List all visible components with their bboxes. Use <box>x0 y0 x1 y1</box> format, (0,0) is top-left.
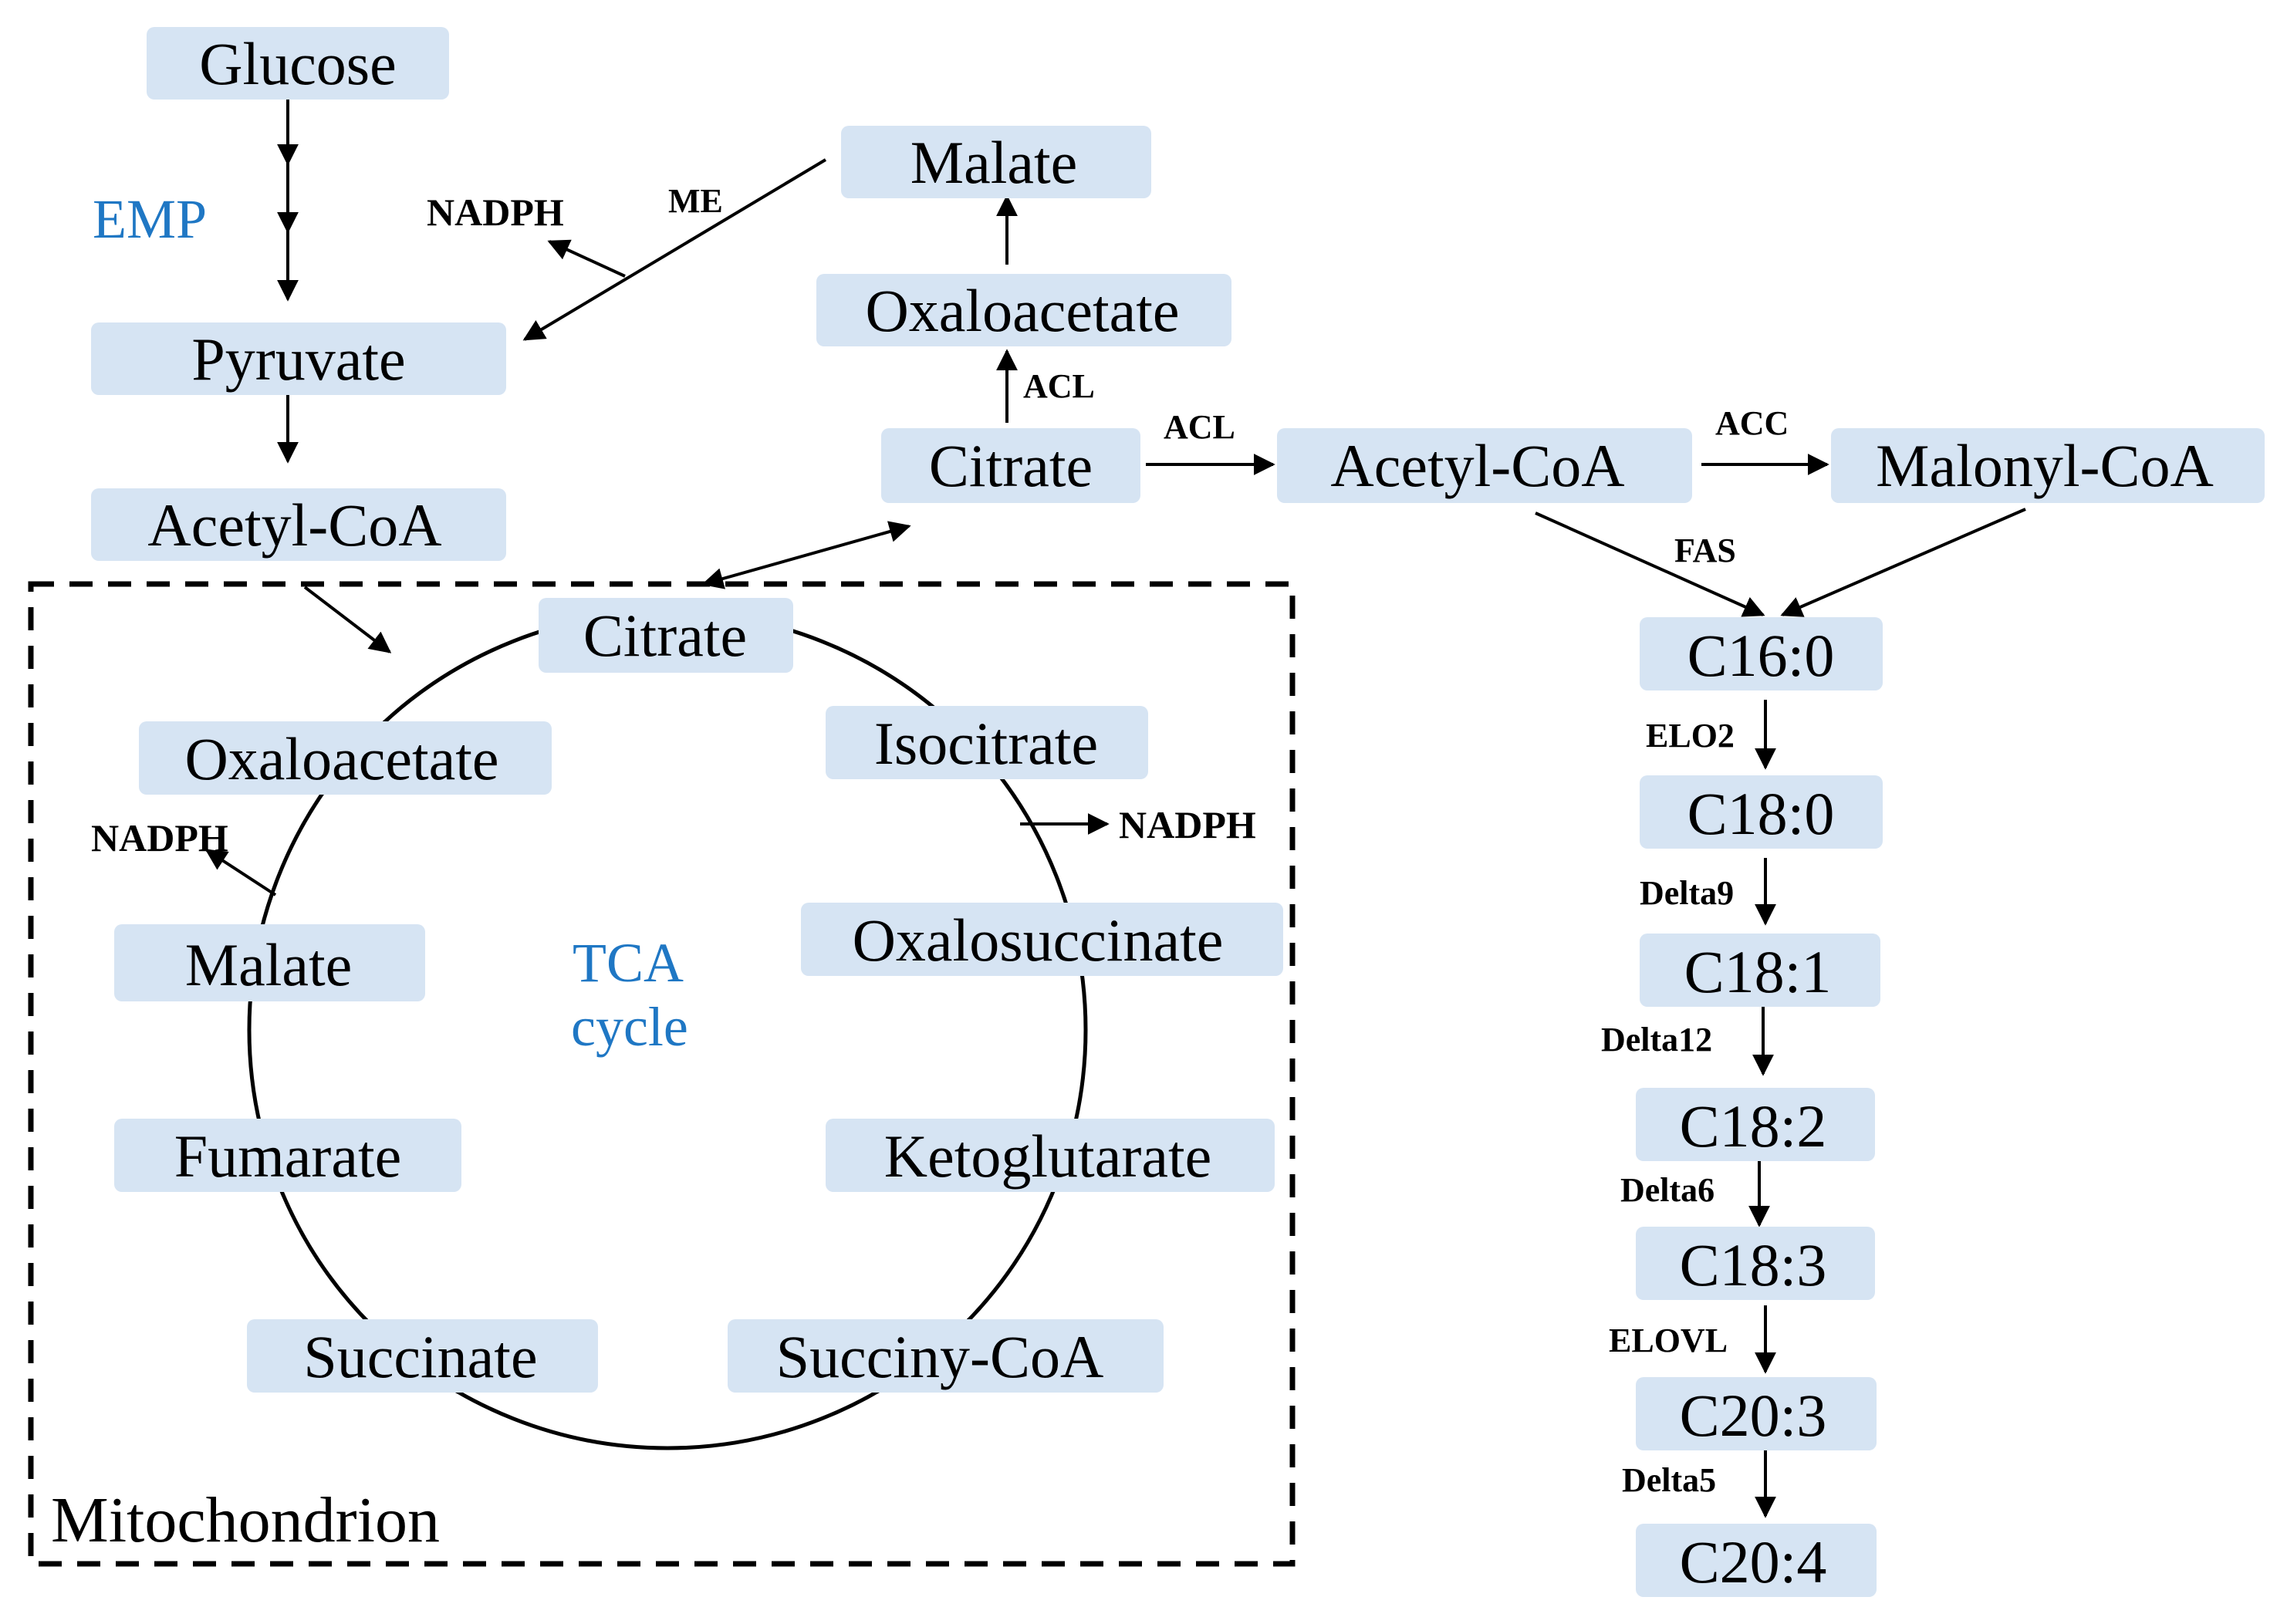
svg-text:Malate: Malate <box>185 931 353 998</box>
node-tca-citrate: Citrate <box>539 598 793 673</box>
node-fatty-acid-c18-2: C18:2 <box>1636 1088 1875 1161</box>
arrow-me-nadph <box>547 239 626 278</box>
enzyme-label-delta9: Delta9 <box>1640 874 1734 912</box>
node-malate-cytosol: Malate <box>841 126 1151 198</box>
node-tca-oxaloacetate: Oxaloacetate <box>139 721 552 795</box>
arrow-malate-to-pyruvate <box>522 158 827 341</box>
svg-text:Pyruvate: Pyruvate <box>191 326 405 393</box>
svg-text:C18:0: C18:0 <box>1687 780 1835 847</box>
svg-text:C18:2: C18:2 <box>1680 1092 1827 1160</box>
svg-text:C18:3: C18:3 <box>1680 1231 1827 1298</box>
cofactor-label-nadph-malate: NADPH <box>91 816 228 859</box>
svg-text:Citrate: Citrate <box>929 432 1093 499</box>
svg-text:Glucose: Glucose <box>199 30 397 97</box>
svg-text:Acetyl-CoA: Acetyl-CoA <box>147 491 441 559</box>
arrow-citrate-transport <box>701 521 911 589</box>
svg-text:C20:3: C20:3 <box>1680 1382 1827 1449</box>
svg-text:Citrate: Citrate <box>583 602 747 669</box>
node-citrate-cytosol: Citrate <box>881 428 1140 503</box>
svg-text:Oxaloacetate: Oxaloacetate <box>865 277 1179 344</box>
node-fatty-acid-c20-3: C20:3 <box>1636 1377 1877 1450</box>
svg-text:C18:1: C18:1 <box>1684 938 1832 1005</box>
pathway-label-emp: EMP <box>93 188 207 250</box>
node-oxaloacetate-cytosol: Oxaloacetate <box>816 274 1231 346</box>
svg-text:Oxaloacetate: Oxaloacetate <box>184 725 498 792</box>
cofactor-label-nadph-isocitrate: NADPH <box>1119 803 1256 846</box>
node-acetyl-coa-right: Acetyl-CoA <box>1277 428 1692 503</box>
enzyme-label-acl-up: ACL <box>1023 367 1095 405</box>
enzyme-label-acl-right: ACL <box>1164 408 1235 446</box>
arrow-malonylcoa-to-c16 <box>1780 508 2026 617</box>
svg-text:Fumarate: Fumarate <box>174 1123 402 1190</box>
enzyme-label-me: ME <box>668 182 723 220</box>
node-tca-ketoglutarate: Ketoglutarate <box>826 1119 1275 1192</box>
node-glucose: Glucose <box>147 27 449 100</box>
enzyme-label-elovl: ELOVL <box>1609 1322 1728 1359</box>
svg-text:Succinate: Succinate <box>303 1323 537 1390</box>
mitochondrion-boundary <box>28 581 1296 1567</box>
node-tca-oxalosuccinate: Oxalosuccinate <box>801 903 1283 976</box>
cofactor-label-nadph-me: NADPH <box>427 191 564 234</box>
node-fatty-acid-c18-3: C18:3 <box>1636 1227 1875 1300</box>
node-fatty-acid-c16-0: C16:0 <box>1640 617 1883 690</box>
svg-text:C20:4: C20:4 <box>1680 1528 1827 1595</box>
node-fatty-acid-c20-4: C20:4 <box>1636 1524 1877 1597</box>
enzyme-label-elo2: ELO2 <box>1646 717 1735 755</box>
node-malonyl-coa: Malonyl-CoA <box>1831 428 2265 503</box>
node-fatty-acid-c18-0: C18:0 <box>1640 775 1883 849</box>
pathway-label-cycle: cycle <box>571 996 688 1058</box>
svg-text:Succiny-CoA: Succiny-CoA <box>776 1323 1104 1390</box>
node-tca-isocitrate: Isocitrate <box>826 706 1148 779</box>
node-tca-succinate: Succinate <box>247 1319 598 1393</box>
svg-text:Oxalosuccinate: Oxalosuccinate <box>853 907 1224 974</box>
node-tca-malate: Malate <box>114 924 425 1001</box>
enzyme-label-delta12: Delta12 <box>1601 1021 1712 1058</box>
node-acetyl-coa-left: Acetyl-CoA <box>91 488 506 561</box>
enzyme-label-delta6: Delta6 <box>1620 1171 1715 1209</box>
node-pyruvate: Pyruvate <box>91 322 506 395</box>
svg-text:Ketoglutarate: Ketoglutarate <box>884 1123 1211 1190</box>
enzyme-label-fas: FAS <box>1674 532 1736 569</box>
svg-text:Malate: Malate <box>910 129 1078 196</box>
svg-text:Acetyl-CoA: Acetyl-CoA <box>1330 432 1624 499</box>
node-tca-fumarate: Fumarate <box>114 1119 461 1192</box>
mitochondrion-label: Mitochondrion <box>51 1484 440 1556</box>
enzyme-label-acc: ACC <box>1715 404 1789 442</box>
svg-text:Isocitrate: Isocitrate <box>874 710 1098 777</box>
node-tca-succinyl-coa: Succiny-CoA <box>728 1319 1164 1393</box>
arrow-acetylcoa-to-c16 <box>1535 512 1765 617</box>
svg-text:C16:0: C16:0 <box>1687 622 1835 689</box>
arrow-malate-nadph <box>204 849 277 896</box>
pathway-label-tca: TCA <box>573 932 684 994</box>
enzyme-label-delta5: Delta5 <box>1622 1461 1716 1499</box>
arrow-acetylcoa-to-tca <box>303 586 392 653</box>
node-fatty-acid-c18-1: C18:1 <box>1640 934 1880 1007</box>
svg-text:Malonyl-CoA: Malonyl-CoA <box>1876 432 2214 499</box>
